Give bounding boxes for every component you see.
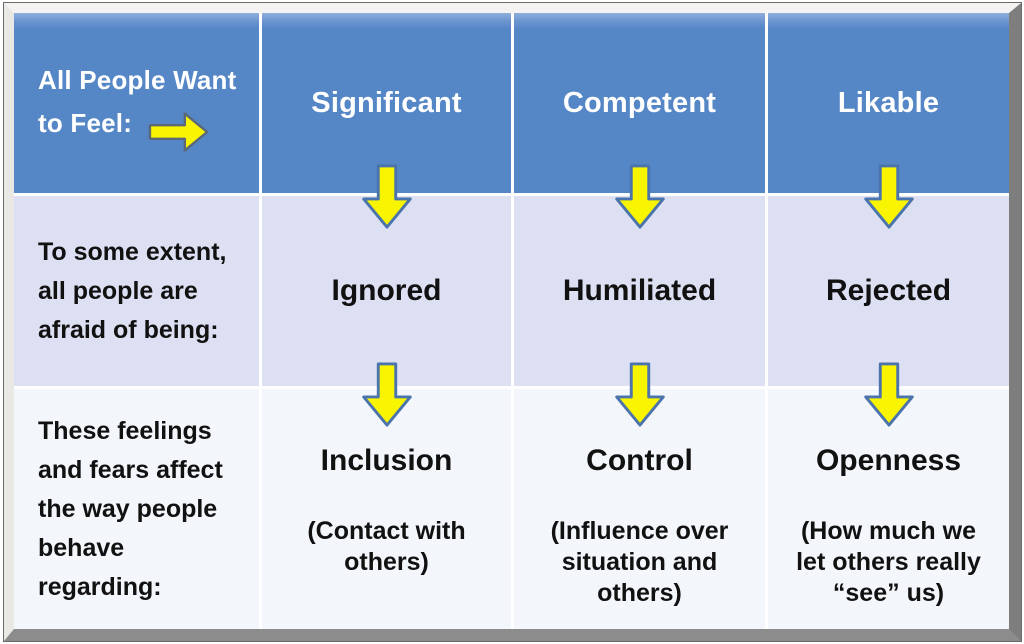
- right-arrow-icon: [148, 112, 209, 152]
- down-arrow-icon: [614, 164, 665, 229]
- table-frame: All People Want to Feel: Significant Com…: [3, 2, 1022, 642]
- behavior-cell-inclusion: Inclusion (Contact with others): [262, 362, 511, 629]
- fear-label: Humiliated: [562, 274, 717, 307]
- header-cell-likable: Likable: [768, 13, 1009, 193]
- behavior-title: Openness: [815, 444, 962, 477]
- row-label-behavior: These feelings and fears affect the way …: [14, 389, 259, 629]
- behavior-title: Control: [586, 444, 693, 477]
- fear-label: Rejected: [825, 274, 952, 307]
- fear-cell-humiliated: Humiliated: [514, 164, 765, 386]
- header-cell-competent: Competent: [514, 13, 765, 193]
- header-label: Likable: [837, 86, 940, 119]
- behavior-subtitle: (Contact with others): [307, 517, 466, 576]
- behavior-subtitle: (How much we let others really “see” us): [796, 517, 981, 607]
- header-cell-significant: Significant: [262, 13, 511, 193]
- fear-label: Ignored: [331, 274, 442, 307]
- feelings-table: All People Want to Feel: Significant Com…: [14, 13, 1009, 629]
- corner-label-line1: All People Want: [38, 65, 237, 95]
- header-label: Significant: [311, 86, 462, 119]
- corner-label-line2: to Feel:: [38, 108, 133, 138]
- behavior-subtitle: (Influence over situation and others): [550, 517, 729, 607]
- fear-cell-ignored: Ignored: [262, 164, 511, 386]
- row-label-fears: To some extent, all people are afraid of…: [14, 196, 259, 386]
- behavior-cell-control: Control (Influence over situation and ot…: [514, 362, 765, 629]
- down-arrow-icon: [361, 164, 412, 229]
- down-arrow-icon: [863, 164, 914, 229]
- corner-label-line2-row: to Feel:: [38, 101, 210, 152]
- header-row-label-cell: All People Want to Feel:: [14, 13, 259, 193]
- header-label: Competent: [562, 86, 717, 119]
- behavior-cell-openness: Openness (How much we let others really …: [768, 362, 1009, 629]
- down-arrow-icon: [863, 362, 914, 427]
- fear-cell-rejected: Rejected: [768, 164, 1009, 386]
- down-arrow-icon: [361, 362, 412, 427]
- behavior-title: Inclusion: [320, 444, 453, 477]
- down-arrow-icon: [614, 362, 665, 427]
